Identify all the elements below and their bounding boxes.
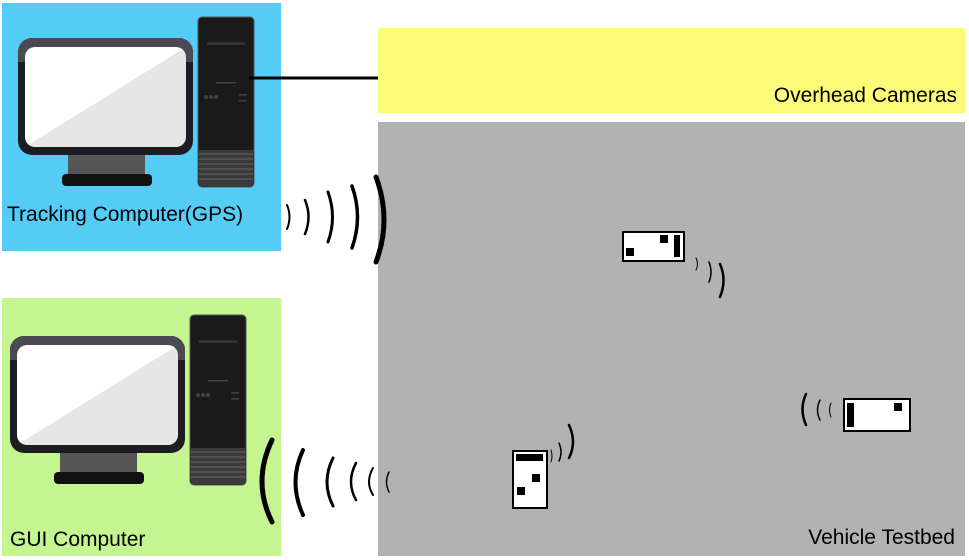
vehicle-2-signal-icon bbox=[801, 392, 832, 427]
vehicle-2 bbox=[843, 398, 911, 432]
vehicle-testbed-panel bbox=[378, 122, 965, 556]
tracking-computer-label: Tracking Computer(GPS) bbox=[7, 203, 244, 226]
gui-computer-label: GUI Computer bbox=[10, 528, 146, 551]
tracking-computer-icon bbox=[17, 16, 255, 188]
vehicle-1 bbox=[622, 231, 685, 262]
vehicle-testbed-label: Vehicle Testbed bbox=[808, 526, 955, 549]
gui-computer-icon bbox=[9, 314, 247, 486]
overhead-cameras-label: Overhead Cameras bbox=[773, 84, 957, 107]
overhead-cameras-panel bbox=[378, 28, 965, 113]
vehicle-3 bbox=[512, 450, 548, 509]
vehicle-1-signal-icon bbox=[695, 257, 725, 299]
tracking-signal-waves-icon bbox=[286, 174, 387, 265]
gui-signal-waves-icon bbox=[259, 437, 390, 525]
vehicle-3-signal-icon bbox=[550, 423, 575, 463]
